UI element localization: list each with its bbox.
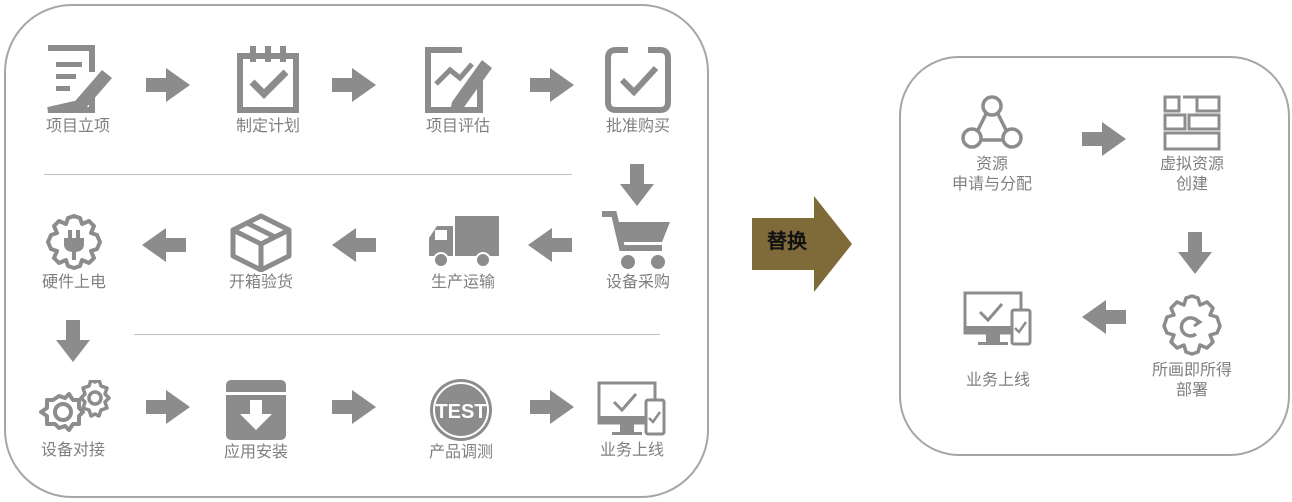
step-label-line2: 部署 — [1175, 380, 1208, 399]
step-label: 项目立项 — [45, 116, 110, 135]
step-label-line2: 创建 — [1175, 174, 1208, 193]
step-business-online-cloud: 业务上线 — [938, 290, 1058, 390]
row-divider — [44, 174, 572, 175]
step-equipment-purchase: 设备采购 — [578, 208, 698, 292]
swap-label: 替换 — [767, 229, 807, 253]
arrow-right-icon — [332, 390, 376, 424]
gear-plug-icon — [46, 214, 102, 270]
row-divider — [134, 334, 660, 335]
step-project-initiation: 项目立项 — [18, 44, 138, 136]
step-app-install: 应用安装 — [196, 378, 316, 462]
shopping-cart-icon — [602, 211, 670, 269]
document-edit-icon — [47, 45, 112, 113]
step-wysiwyg-deploy: 所画即所得 部署 — [1132, 292, 1252, 400]
step-label-line1: 所画即所得 — [1151, 360, 1232, 379]
arrow-down-icon — [1178, 232, 1212, 274]
step-resource-allocation: 资源 申请与分配 — [932, 94, 1052, 194]
step-label-line1: 虚拟资源 — [1159, 154, 1224, 173]
step-label: 硬件上电 — [41, 272, 106, 291]
monitor-phone-icon — [963, 291, 1032, 346]
step-business-online: 业务上线 — [572, 380, 692, 460]
step-label-line1: 资源 — [975, 154, 1008, 173]
truck-icon — [429, 216, 499, 268]
step-production-transport: 生产运输 — [403, 212, 523, 292]
arrow-left-icon — [142, 228, 186, 262]
arrow-left-icon — [1082, 300, 1126, 334]
install-box-icon — [226, 380, 286, 440]
step-label: 业务上线 — [599, 440, 664, 459]
swap-arrow-icon — [752, 196, 852, 292]
chart-edit-icon — [425, 47, 492, 113]
step-label: 批准购买 — [605, 116, 670, 135]
test-badge-text: TEST — [435, 401, 486, 423]
step-label: 设备对接 — [40, 440, 105, 459]
step-label-line1: 业务上线 — [965, 370, 1030, 389]
gears-icon — [39, 380, 111, 432]
arrow-right-icon — [332, 68, 376, 102]
gear-deploy-icon — [1162, 294, 1222, 356]
checkbox-icon — [605, 47, 671, 113]
step-make-plan: 制定计划 — [208, 44, 328, 136]
step-label: 设备采购 — [605, 272, 670, 291]
box-icon — [230, 213, 292, 272]
arrow-left-icon — [528, 228, 572, 262]
layout-blocks-icon — [1163, 95, 1221, 151]
step-label: 制定计划 — [235, 116, 300, 135]
arrow-right-icon — [1082, 122, 1126, 156]
step-project-evaluation: 项目评估 — [398, 44, 518, 136]
arrow-left-icon — [332, 228, 376, 262]
step-label: 项目评估 — [425, 116, 490, 135]
calendar-check-icon — [237, 46, 299, 113]
step-virtual-resource-create: 虚拟资源 创建 — [1132, 94, 1252, 194]
step-device-docking: 设备对接 — [13, 380, 133, 460]
arrow-right-icon — [146, 68, 190, 102]
arrow-right-icon — [530, 68, 574, 102]
arrow-down-icon — [620, 164, 654, 206]
test-badge-icon: TEST — [430, 379, 492, 441]
step-hardware-power-on: 硬件上电 — [14, 212, 134, 292]
cloud-process-panel — [899, 56, 1290, 456]
step-label: 生产运输 — [430, 272, 495, 291]
step-label: 应用安装 — [223, 442, 288, 461]
arrow-right-icon — [146, 390, 190, 424]
step-product-testing: TEST 产品调测 — [401, 378, 521, 462]
step-unboxing-inspection: 开箱验货 — [201, 212, 321, 292]
step-approve-purchase: 批准购买 — [578, 44, 698, 136]
resource-nodes-icon — [961, 95, 1023, 149]
arrow-down-icon — [56, 320, 90, 362]
arrow-right-icon — [530, 390, 574, 424]
monitor-phone-icon — [597, 381, 666, 436]
step-label: 产品调测 — [428, 442, 493, 461]
step-label-line2: 申请与分配 — [951, 174, 1032, 193]
step-label: 开箱验货 — [228, 272, 293, 291]
